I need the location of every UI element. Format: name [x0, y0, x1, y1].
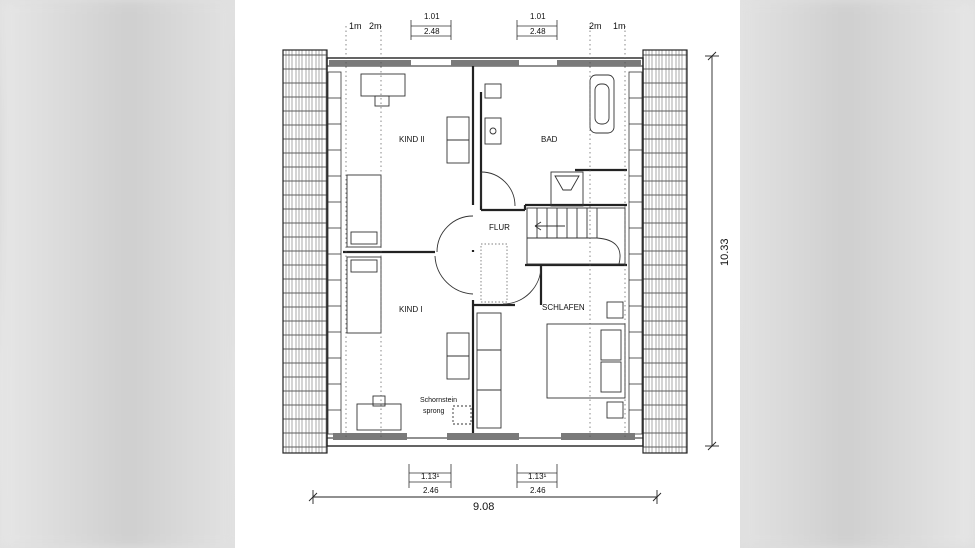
roof-slope-left: [282, 49, 328, 454]
chimney-label-1: Schornstein: [420, 397, 457, 404]
dim-top-1m-left: 1m: [349, 21, 362, 31]
flur-shaft: [480, 243, 508, 303]
dim-bottom-left-b: 2.46: [423, 486, 439, 495]
bottom-dimension-marks: [408, 464, 558, 488]
staircase: [526, 207, 626, 265]
knee-wall-right: [628, 71, 643, 435]
dim-top-2m-left: 2m: [369, 21, 382, 31]
dim-overall-height: 10.33: [719, 238, 731, 266]
dim-bottom-right-b: 2.46: [530, 486, 546, 495]
dim-top-1m-right: 1m: [613, 21, 626, 31]
chimney-outline: [452, 405, 472, 425]
dim-top-right-a: 1.01: [530, 12, 546, 21]
height-guides: [345, 26, 626, 440]
kind2-furniture: [346, 73, 470, 248]
dim-bottom-left-a: 1.13¹: [421, 472, 440, 481]
blurred-left-panel: [0, 0, 235, 548]
schlafen-furniture: [476, 301, 626, 429]
roof-slope-right: [642, 49, 688, 454]
room-flur-label: FLUR: [489, 223, 510, 232]
dim-overall-width: 9.08: [473, 501, 494, 513]
room-schlafen-label: SCHLAFEN: [542, 303, 585, 312]
door-swings: [434, 171, 542, 305]
overall-height-line: [705, 51, 719, 451]
dim-top-left-a: 1.01: [424, 12, 440, 21]
chimney-label-2: sprong: [423, 408, 445, 415]
dim-top-2m-right: 2m: [589, 21, 602, 31]
floor-plan-sheet: 1m 2m 1.01 2.48 1.01 2.48 2m 1m 1.13¹ 2.…: [235, 0, 740, 548]
blurred-right-panel: [740, 0, 975, 548]
room-bad-label: BAD: [541, 135, 558, 144]
knee-wall-left: [327, 71, 342, 435]
dim-top-right-b: 2.48: [530, 27, 546, 36]
dim-top-left-b: 2.48: [424, 27, 440, 36]
window-bars: [329, 60, 641, 440]
room-kind1-label: KIND I: [399, 305, 423, 314]
dim-bottom-right-a: 1.13¹: [528, 472, 547, 481]
kind1-furniture: [346, 256, 470, 431]
floor-plan-drawing: 1m 2m 1.01 2.48 1.01 2.48 2m 1m 1.13¹ 2.…: [282, 12, 731, 513]
room-kind2-label: KIND II: [399, 135, 425, 144]
top-dimension-marks: [410, 20, 558, 40]
overall-width-line: [308, 490, 662, 504]
